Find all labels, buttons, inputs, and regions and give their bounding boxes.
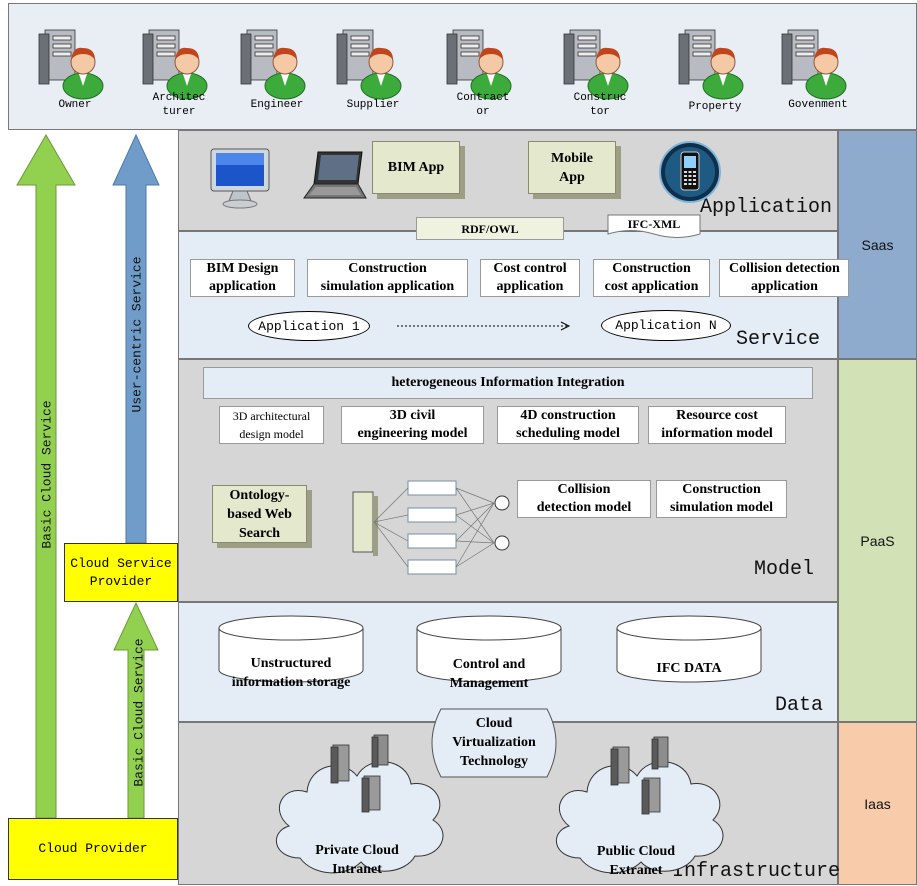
information-integration-box: heterogeneous Information Integration <box>203 367 813 399</box>
user-label: Architec turer <box>152 92 206 118</box>
user-5: Construc tor <box>560 26 640 118</box>
application-layer-label: Application <box>700 196 833 219</box>
ifc-data-label: IFC DATA <box>656 661 722 676</box>
service-layer-label: Service <box>736 328 821 351</box>
public-cloud-shape <box>555 761 724 874</box>
user-label: Engineer <box>250 99 304 111</box>
application-n-ellipse: Application N <box>601 310 731 341</box>
user-centric-service-text: User-centric Service <box>129 256 145 413</box>
network-input-block <box>352 491 374 553</box>
iaas-column: Iaas <box>838 722 917 885</box>
user-server-icon <box>142 29 208 100</box>
user-3: Supplier <box>333 26 413 111</box>
application-1-ellipse: Application 1 <box>248 311 370 341</box>
iaas-label: Iaas <box>864 795 891 812</box>
left-arrows <box>16 133 160 819</box>
user-server-icon <box>240 29 306 100</box>
laptop-icon <box>303 151 367 199</box>
user-label: Contract or <box>456 92 510 118</box>
network-output-node <box>494 535 510 551</box>
user-label: Supplier <box>346 99 400 111</box>
user-2: Engineer <box>237 26 317 111</box>
cloud-service-provider-box: Cloud Service Provider <box>64 543 178 602</box>
public-cloud-label: Public Cloud Extranet <box>596 844 676 878</box>
construction-scheduling-model-box: 4D construction scheduling model <box>497 406 639 444</box>
user-label: Owner <box>58 99 92 111</box>
civil-engineering-model-box: 3D civil engineering model <box>341 406 484 444</box>
database-cylinders <box>218 615 762 683</box>
user-centric-service-arrow <box>112 133 160 544</box>
network-node-box <box>407 559 457 575</box>
construction-simulation-model-box: Construction simulation model <box>656 480 787 518</box>
ifc-data-cylinder <box>616 615 762 683</box>
basic-cloud-service-text: Basic Cloud Service <box>39 400 55 549</box>
public-cloud-servers-icon <box>610 736 669 815</box>
neural-network-diagram <box>352 480 510 575</box>
virtualization-label: Cloud Virtualization Technology <box>452 716 536 769</box>
user-server-icon <box>336 29 402 100</box>
user-label: Construc tor <box>573 92 627 118</box>
user-1: Architec turer <box>139 26 219 118</box>
paas-column: PaaS <box>838 359 917 722</box>
user-server-icon <box>563 29 629 100</box>
service-app-cost-control: Cost control application <box>480 259 580 297</box>
basic-cloud-service-arrow-2 <box>113 601 159 819</box>
network-output-node <box>494 495 510 511</box>
saas-column: Saas <box>838 130 917 359</box>
user-label: Property <box>688 101 742 113</box>
user-server-icon <box>678 29 744 100</box>
virtualization-rounded-shape <box>431 708 557 778</box>
network-node-box <box>407 533 457 549</box>
ifc-xml-label: IFC-XML <box>627 217 681 231</box>
user-7: Govenment <box>778 26 858 111</box>
infrastructure-layer-label: Infrastructure <box>672 860 841 883</box>
ifc-xml-document-shape <box>607 214 701 238</box>
network-node-box <box>407 480 457 496</box>
user-label: Govenment <box>788 99 848 111</box>
arch-design-model-box: 3D architectural design model <box>219 406 324 444</box>
user-server-icon <box>446 29 512 100</box>
user-server-icon <box>38 29 104 100</box>
cloud-provider-box: Cloud Provider <box>8 818 178 880</box>
service-app-construction-simulation: Construction simulation application <box>307 259 468 297</box>
basic-cloud-service-arrow <box>16 134 76 819</box>
private-cloud-shape <box>275 761 444 874</box>
service-app-collision-detection: Collision detection application <box>719 259 849 297</box>
user-4: Contract or <box>443 26 523 118</box>
application-sequence-arrow <box>397 321 571 331</box>
service-app-construction-cost: Construction cost application <box>593 259 710 297</box>
service-app-bim-design: BIM Design application <box>190 259 295 297</box>
application-layer <box>178 130 838 231</box>
mobile-app-box: Mobile App <box>528 141 616 194</box>
resource-cost-model-box: Resource cost information model <box>648 406 786 444</box>
mobile-phone-icon <box>659 141 721 203</box>
rdf-owl-box: RDF/OWL <box>416 217 564 240</box>
collision-detection-model-box: Collision detection model <box>517 480 651 518</box>
user-0: Owner <box>35 26 115 111</box>
unstructured-storage-cylinder <box>218 615 364 683</box>
ontology-search-box: Ontology- based Web Search <box>212 485 307 543</box>
data-layer-label: Data <box>775 694 824 717</box>
network-node-box <box>407 507 457 523</box>
private-cloud-servers-icon <box>330 734 389 813</box>
model-layer-label: Model <box>754 558 815 581</box>
saas-label: Saas <box>861 236 894 253</box>
control-management-label: Control and Management <box>449 657 529 691</box>
control-management-cylinder <box>416 615 562 683</box>
private-cloud-label: Private Cloud Intranet <box>315 843 399 877</box>
paas-label: PaaS <box>860 532 895 549</box>
user-server-icon <box>781 29 847 100</box>
user-6: Property <box>675 26 755 113</box>
monitor-icon <box>210 148 270 209</box>
unstructured-storage-label: Unstructured information storage <box>231 656 351 690</box>
bim-app-box: BIM App <box>372 141 460 194</box>
